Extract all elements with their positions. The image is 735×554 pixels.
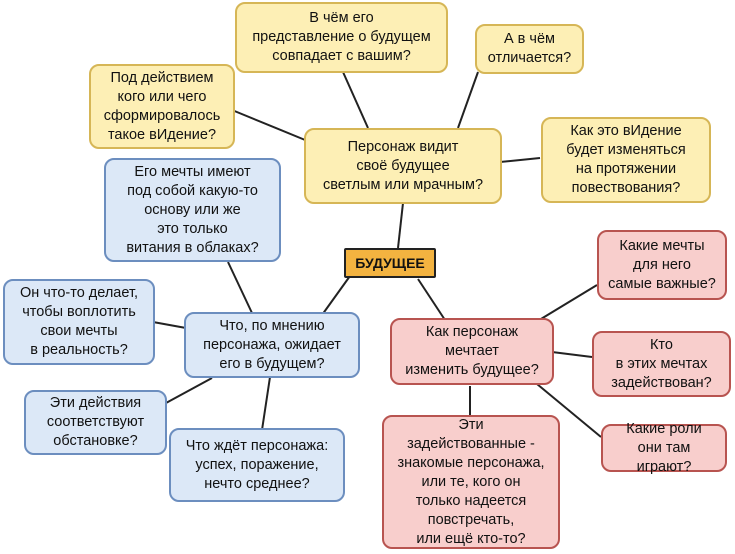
vision-influence-node: Под действием кого или чего сформировало… xyxy=(89,64,235,149)
expectation-actions-node: Эти действия соответствуют обстановке? xyxy=(24,390,167,455)
vision-match-node: В чём его представление о будущем совпад… xyxy=(235,2,448,73)
dreams-who-node: Кто в этих мечтах задействован? xyxy=(592,331,731,397)
connector-dreams-important xyxy=(535,284,598,323)
dreams-acquaintances-node: Эти задействованные - знакомые персонажа… xyxy=(382,415,560,549)
connector-center-dreams xyxy=(417,278,446,321)
connector-expectation-actions xyxy=(165,377,213,404)
connector-expectation-basis xyxy=(227,261,253,314)
connector-center-expectation xyxy=(321,275,351,316)
connector-expectation-outcome xyxy=(261,376,271,431)
connector-vision-change xyxy=(499,157,541,163)
dreams-roles-node: Какие роли они там играют? xyxy=(601,421,727,475)
connector-center-vision xyxy=(397,202,404,249)
expectation-doing-node: Он что-то делает, чтобы воплотить свои м… xyxy=(3,279,155,365)
connector-vision-influence xyxy=(231,109,311,143)
connector-expectation-doing xyxy=(152,321,187,329)
connector-vision-differs xyxy=(457,71,479,129)
expectation-branch-node: Что, по мнению персонажа, ожидает его в … xyxy=(184,312,360,378)
connector-dreams-who xyxy=(551,351,593,358)
expectation-outcome-node: Что ждёт персонажа: успех, поражение, не… xyxy=(169,428,345,502)
connector-dreams-roles xyxy=(536,383,602,438)
connector-vision-match xyxy=(342,71,369,129)
center-node: БУДУЩЕЕ xyxy=(344,248,436,278)
vision-differs-node: А в чём отличается? xyxy=(475,24,584,74)
vision-change-node: Как это вИдение будет изменяться на прот… xyxy=(541,117,711,203)
dreams-branch-node: Как персонаж мечтает изменить будущее? xyxy=(390,318,554,385)
vision-branch-node: Персонаж видит своё будущее светлым или … xyxy=(304,128,502,204)
dreams-important-node: Какие мечты для него самые важные? xyxy=(597,230,727,300)
expectation-basis-node: Его мечты имеют под собой какую-то основ… xyxy=(104,158,281,262)
